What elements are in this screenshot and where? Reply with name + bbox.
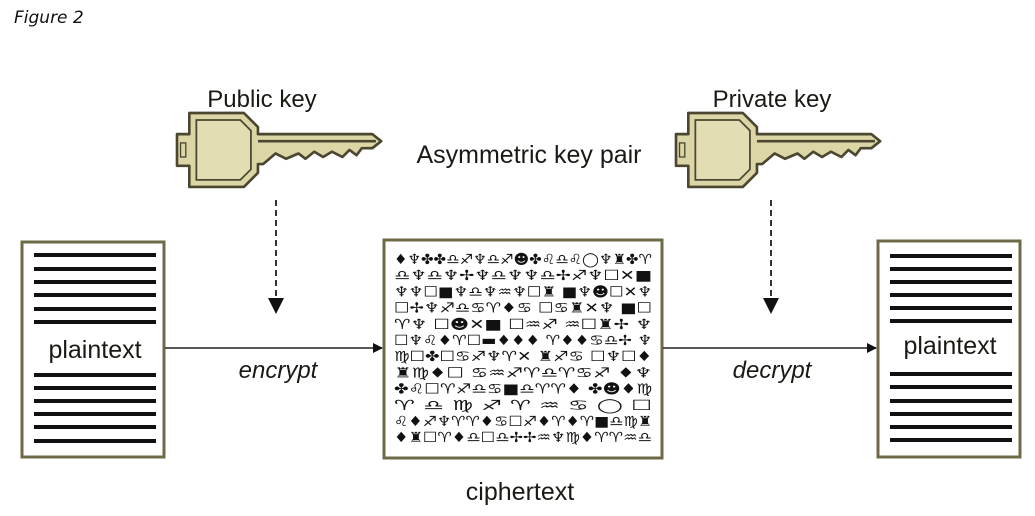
cipher-line: ♜♍♦☐ ♋♒♐♈♎♈♋♐ ♦♆ <box>394 365 652 381</box>
cipher-line: ♦♜☐♈♦♎☐♎✢✢♒♆♍♦♈♈♒♎ <box>394 430 652 446</box>
cipher-line: ♌♦♐♆♈♈♦♋☐♐♦♈♦♈■♎♍♜ <box>394 414 652 430</box>
private-key-arrowhead-icon <box>763 298 779 314</box>
public-key-label: Public key <box>207 86 316 113</box>
public-key-icon <box>175 111 383 189</box>
cipher-line: ✤♌☐♈♐♎♋■♎♈♈♦ ✤☻♦♍ <box>394 382 652 398</box>
cipher-line: ♦♆✤✤♎♐♆♎♐☻✤♌♎♌◯♆♜✤♈ <box>394 252 652 268</box>
plaintext-document-right: plaintext <box>876 239 1022 459</box>
private-key-label: Private key <box>713 86 832 113</box>
cipher-line: ☐♆♌♦♈☐▬♦♦♦ ♈♦♦♋♎✢ ♆ <box>394 333 652 349</box>
cipher-line: ♈ ♎ ♍ ♐ ♈ ♒ ♋ ◯ ☐ <box>394 398 652 414</box>
plaintext-document-left: plaintext <box>20 240 166 459</box>
private-key-icon <box>674 111 882 189</box>
cipher-line: ♆♆☐■♆♎♆♒♆☐♜ ■♆☻☐✕♆ <box>394 284 652 300</box>
ciphertext-glyphs: ♦♆✤✤♎♐♆♎♐☻✤♌♎♌◯♆♜✤♈♎♆♎♆✢♆♎♆♆♎✢♐♆☐✕■♆♆☐■♆… <box>394 252 652 446</box>
public-key-arrowhead-icon <box>268 298 284 314</box>
cipher-line: ♎♆♎♆✢♆♎♆♆♎✢♐♆☐✕■ <box>394 268 652 284</box>
decrypt-label: decrypt <box>733 357 813 384</box>
ciphertext-document: ♦♆✤✤♎♐♆♎♐☻✤♌♎♌◯♆♜✤♈♎♆♎♆✢♆♎♆♆♎✢♐♆☐✕■♆♆☐■♆… <box>382 238 664 460</box>
figure-caption: Figure 2 <box>14 8 84 28</box>
cipher-line: ☐✢♆♐♎♋♈♦♋ ☐♋♜✕♆ ■☐ <box>394 301 652 317</box>
encrypt-label: encrypt <box>239 357 319 384</box>
plaintext-label-right: plaintext <box>903 332 996 360</box>
cipher-line: ♈♆ ☐☻✕■ ☐♒♐ ♒☐♜✢ ♆ <box>394 317 652 333</box>
ciphertext-label: ciphertext <box>466 478 574 506</box>
asymmetric-key-pair-label: Asymmetric key pair <box>416 141 641 169</box>
plaintext-label-left: plaintext <box>48 336 141 364</box>
cipher-line: ♍☐✤☐♋♐♆♈✕ ♜♐♋ ☐♆☐♦ <box>394 349 652 365</box>
